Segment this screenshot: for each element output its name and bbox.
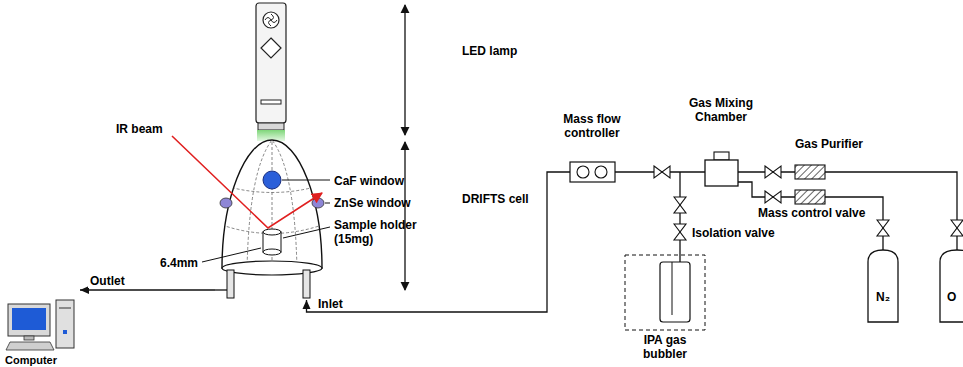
computer-node: Computer: [3, 288, 80, 352]
computer-icon: [6, 342, 54, 350]
drifts-dome: [215, 289, 227, 290]
valve-symbol: [765, 166, 781, 178]
purifier-node: Gas Purifier: [795, 165, 825, 179]
leader-line: [325, 203, 330, 204]
gas-purifier: [795, 190, 825, 204]
znse-window: [312, 198, 324, 208]
cylinder-node: N₂: [868, 250, 902, 322]
arrow-head: [303, 300, 311, 309]
node-text: Gas Purifier: [795, 137, 863, 151]
ipa-bubbler: [660, 262, 690, 322]
span-arrow: [404, 5, 405, 135]
flow-label: Inlet: [316, 297, 345, 311]
computer-icon: [8, 304, 50, 336]
gas-purifier: [795, 165, 825, 204]
dimension-label: 6.4mm: [160, 256, 198, 270]
znse-window: [220, 198, 324, 208]
computer-icon: [6, 300, 74, 350]
drifts-cell-node: DRIFTS cell: [215, 140, 330, 300]
znse-window: [220, 198, 232, 208]
ir-beam: [172, 136, 322, 228]
pipe: [679, 172, 680, 262]
beam-label: IR beam: [116, 122, 163, 136]
leader-line: [282, 180, 330, 181]
sample-holder: [263, 229, 281, 255]
mass-flow-controller-symbol: [570, 162, 615, 182]
part-label: Mass control valve: [758, 206, 865, 220]
cylinder-node: O: [940, 250, 963, 322]
pipe-connector: [307, 172, 571, 312]
node-text: Computer: [5, 354, 57, 367]
part-label: LED lamp: [462, 44, 517, 58]
valve-symbol: [951, 220, 963, 236]
ipa-bubbler: [625, 255, 705, 330]
mixing-chamber-node: Gas Mixing Chamber: [705, 160, 738, 186]
caf-window: [263, 171, 281, 189]
ipa-bubbler: [672, 262, 673, 315]
valve-symbol: [877, 220, 889, 236]
node-text: DRIFTS cell: [462, 192, 529, 206]
flow-controller-node: Mass flow controller: [570, 162, 615, 182]
mixing-chamber: [714, 152, 729, 160]
valve-symbol: [654, 166, 963, 240]
drifts-dome: [303, 270, 310, 298]
bubbler-node: IPA gas bubbler: [625, 255, 705, 330]
gas-cylinder: [868, 250, 963, 322]
led-lamp: [256, 3, 286, 123]
drifts-dome: [222, 140, 322, 270]
pipe: [825, 197, 883, 250]
led-lamp: [258, 123, 284, 130]
valve-symbol: [765, 191, 781, 203]
drifts-dome: [215, 140, 322, 298]
leader-line: [202, 248, 261, 262]
mixing-chamber: [705, 152, 738, 186]
part-label: Isolation valve: [692, 226, 775, 240]
node-text: Mass flow controller: [557, 112, 627, 140]
gas-cylinder: [940, 250, 963, 322]
mass-flow-controller-symbol: [570, 162, 615, 182]
led-lamp: [265, 14, 277, 26]
leader-line: [202, 180, 330, 262]
valve-symbol: [654, 166, 670, 178]
computer-icon: [59, 308, 71, 309]
computer-icon: [12, 308, 46, 330]
gas-cylinder: [868, 250, 898, 322]
sample-holder: [263, 249, 281, 255]
node-text: IPA gas bubbler: [630, 333, 700, 361]
ir-beam: [172, 136, 322, 228]
caf-window: [263, 171, 281, 189]
led-lamp: [261, 100, 281, 104]
ipa-bubbler: [625, 255, 705, 330]
span-arrow: [404, 142, 405, 290]
part-label: Sample holder (15mg): [334, 218, 426, 246]
part-label: ZnSe window: [334, 196, 411, 210]
valve-symbol: [674, 224, 686, 240]
gas-purifier: [795, 165, 825, 179]
computer-icon: [63, 330, 67, 334]
node-text: Gas Mixing Chamber: [681, 96, 761, 124]
valve-symbol: [674, 197, 686, 213]
node-text: O: [947, 290, 956, 304]
node-text: N₂: [868, 290, 898, 304]
sample-holder: [263, 229, 281, 235]
drifts-dome: [227, 270, 234, 298]
computer-icon: [24, 336, 34, 340]
mass-flow-controller-symbol: [577, 166, 589, 178]
mass-flow-controller-symbol: [595, 166, 607, 178]
flow-label: Outlet: [88, 274, 127, 288]
led-lamp: [261, 38, 281, 58]
led-lamp: [256, 3, 286, 141]
computer-icon: [56, 300, 74, 348]
part-label: CaF window: [334, 174, 404, 188]
span-arrow: [405, 5, 406, 290]
pipe-connector: [80, 289, 215, 290]
mixing-chamber: [705, 160, 738, 186]
led-lamp: [263, 12, 279, 28]
leader-line: [283, 227, 330, 238]
